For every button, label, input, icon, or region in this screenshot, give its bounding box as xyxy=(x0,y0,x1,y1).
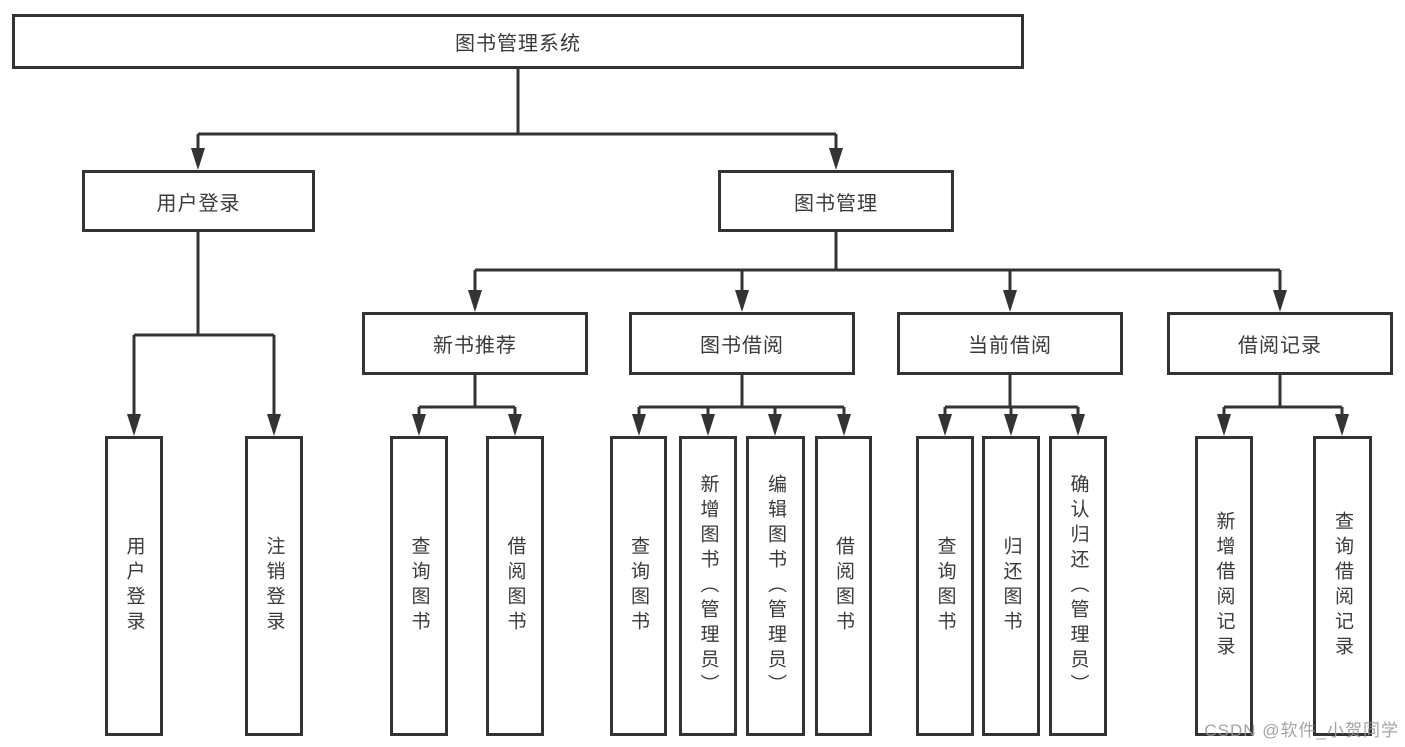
node-new-book-recommend: 新书推荐 xyxy=(362,312,588,375)
watermark: CSDN @软件_小贺同学 xyxy=(1204,721,1399,740)
leaf-current-return: 归还图书 xyxy=(982,436,1040,736)
node-book-management: 图书管理 xyxy=(718,170,954,232)
leaf-current-return-label: 归还图书 xyxy=(1000,536,1022,636)
node-root: 图书管理系统 xyxy=(12,14,1024,69)
node-book-borrow: 图书借阅 xyxy=(629,312,855,375)
leaf-current-confirm: 确认归还（管理员） xyxy=(1049,436,1107,736)
leaf-user-login-label: 用户登录 xyxy=(123,536,145,636)
node-borrow-records: 借阅记录 xyxy=(1167,312,1393,375)
node-root-label: 图书管理系统 xyxy=(455,33,581,55)
leaf-borrow-query: 查询图书 xyxy=(610,436,667,736)
node-user-login: 用户登录 xyxy=(82,170,315,232)
node-current-borrow-label: 当前借阅 xyxy=(968,335,1052,357)
leaf-records-query-label: 查询借阅记录 xyxy=(1332,511,1353,661)
leaf-newbooks-borrow: 借阅图书 xyxy=(486,436,544,736)
node-book-borrow-label: 图书借阅 xyxy=(700,335,784,357)
leaf-borrow-borrow: 借阅图书 xyxy=(815,436,872,736)
leaf-borrow-query-label: 查询图书 xyxy=(628,536,649,636)
node-borrow-records-label: 借阅记录 xyxy=(1238,335,1322,357)
leaf-borrow-borrow-label: 借阅图书 xyxy=(833,536,854,636)
leaf-current-query-label: 查询图书 xyxy=(934,536,956,636)
node-user-login-label: 用户登录 xyxy=(156,192,241,215)
leaf-newbooks-borrow-label: 借阅图书 xyxy=(504,536,526,636)
leaf-logout: 注销登录 xyxy=(245,436,303,736)
leaf-current-query: 查询图书 xyxy=(916,436,974,736)
leaf-borrow-add: 新增图书（管理员） xyxy=(679,436,737,736)
leaf-borrow-add-label: 新增图书（管理员） xyxy=(697,473,719,699)
leaf-records-add: 新增借阅记录 xyxy=(1195,436,1253,736)
leaf-borrow-edit: 编辑图书（管理员） xyxy=(746,436,805,736)
leaf-records-add-label: 新增借阅记录 xyxy=(1213,511,1235,661)
leaf-records-query: 查询借阅记录 xyxy=(1313,436,1372,736)
leaf-newbooks-query: 查询图书 xyxy=(390,436,448,736)
node-book-management-label: 图书管理 xyxy=(794,192,878,215)
node-current-borrow: 当前借阅 xyxy=(897,312,1123,375)
arrowheads xyxy=(127,148,1349,436)
node-new-book-recommend-label: 新书推荐 xyxy=(433,335,517,357)
leaf-borrow-edit-label: 编辑图书（管理员） xyxy=(765,473,786,699)
leaf-newbooks-query-label: 查询图书 xyxy=(408,536,430,636)
leaf-current-confirm-label: 确认归还（管理员） xyxy=(1067,473,1089,699)
leaf-user-login: 用户登录 xyxy=(105,436,163,736)
leaf-logout-label: 注销登录 xyxy=(263,536,285,636)
